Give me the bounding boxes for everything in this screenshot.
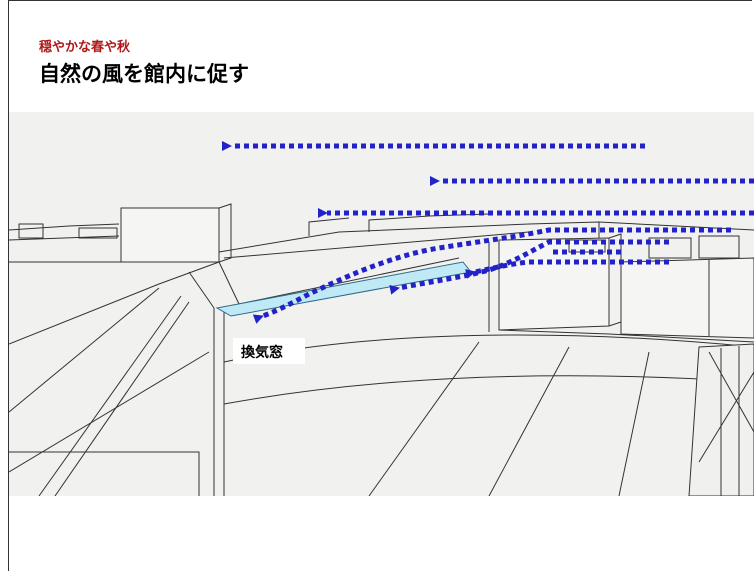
arrow-left-icon [465, 259, 669, 279]
arrow-left-icon [252, 227, 731, 324]
slide-title: 自然の風を館内に促す [39, 62, 249, 86]
slide-subtitle: 穏やかな春や秋 [39, 40, 131, 55]
building-lines [9, 203, 754, 496]
window-label: 換気窓 [241, 344, 283, 361]
ventilation-sketch: 換気窓 [9, 112, 754, 496]
airflow-arrows [222, 141, 754, 324]
window-label-bg [233, 338, 305, 364]
